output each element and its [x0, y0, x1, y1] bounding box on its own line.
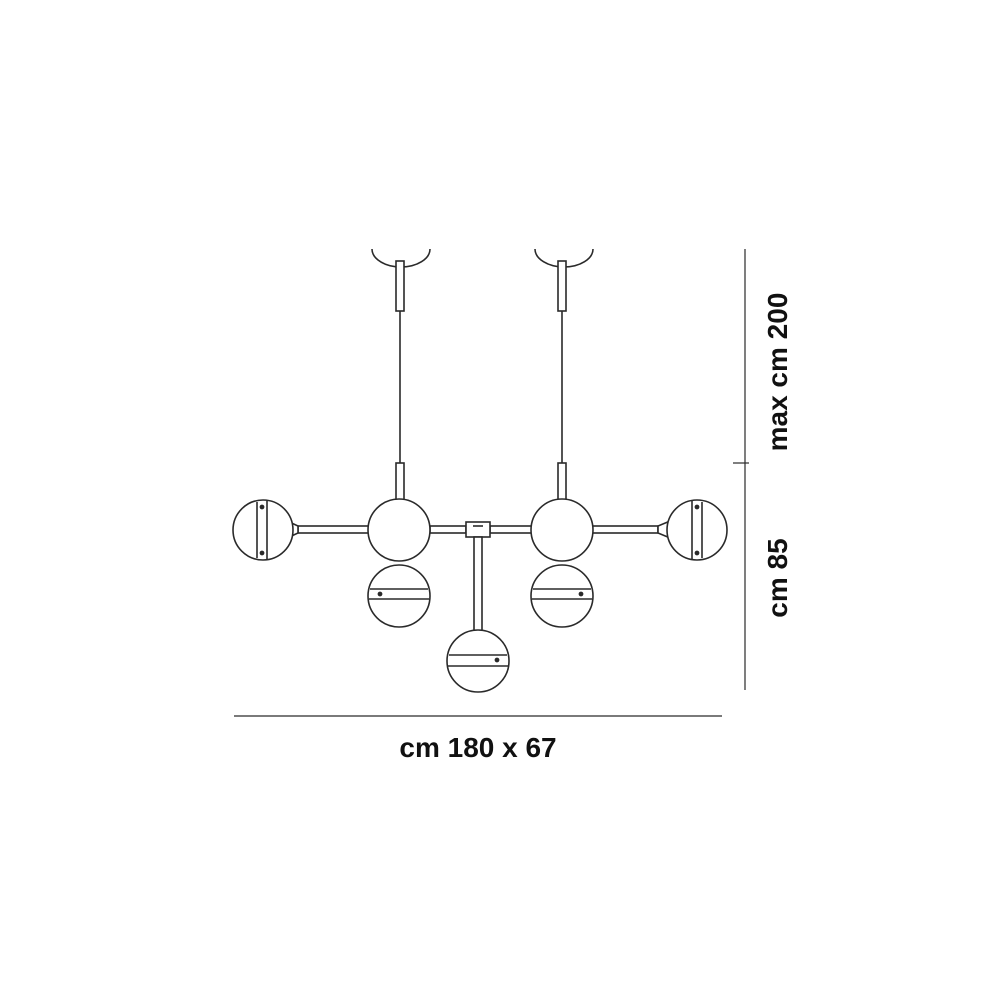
- rod-cap-right-bottom: [557, 462, 567, 505]
- side-globe-left-dot-top: [259, 504, 265, 510]
- side-globe-right-dot-top: [694, 504, 700, 510]
- max-height-label: max cm 200: [762, 293, 793, 452]
- side-globe-left: [232, 499, 294, 561]
- hub-sphere-right: [530, 498, 594, 562]
- hanging-globe-center-dot: [494, 657, 500, 663]
- hanging-globe-center: [446, 629, 510, 693]
- main-bar-center-left: [429, 525, 467, 534]
- hanging-globe-right: [530, 564, 594, 628]
- main-bar-center-right: [489, 525, 533, 534]
- rod-cap-left-top: [395, 260, 405, 312]
- hub-sphere-left: [367, 498, 431, 562]
- width-depth-label: cm 180 x 67: [399, 732, 556, 763]
- hanging-globe-left-dot: [377, 591, 383, 597]
- hanging-globe-left: [367, 564, 431, 628]
- main-bar-right: [591, 525, 659, 534]
- rod-cap-left-bottom: [395, 462, 405, 505]
- center-drop-rod: [473, 536, 483, 638]
- main-bar-left: [297, 525, 371, 534]
- center-connector: [465, 521, 491, 538]
- side-globe-right-dot-bottom: [694, 550, 700, 556]
- side-globe-right: [666, 499, 728, 561]
- hanging-globe-right-dot: [578, 591, 584, 597]
- rod-cap-right-top: [557, 260, 567, 312]
- body-height-label: cm 85: [762, 538, 793, 617]
- side-globe-left-dot-bottom: [259, 550, 265, 556]
